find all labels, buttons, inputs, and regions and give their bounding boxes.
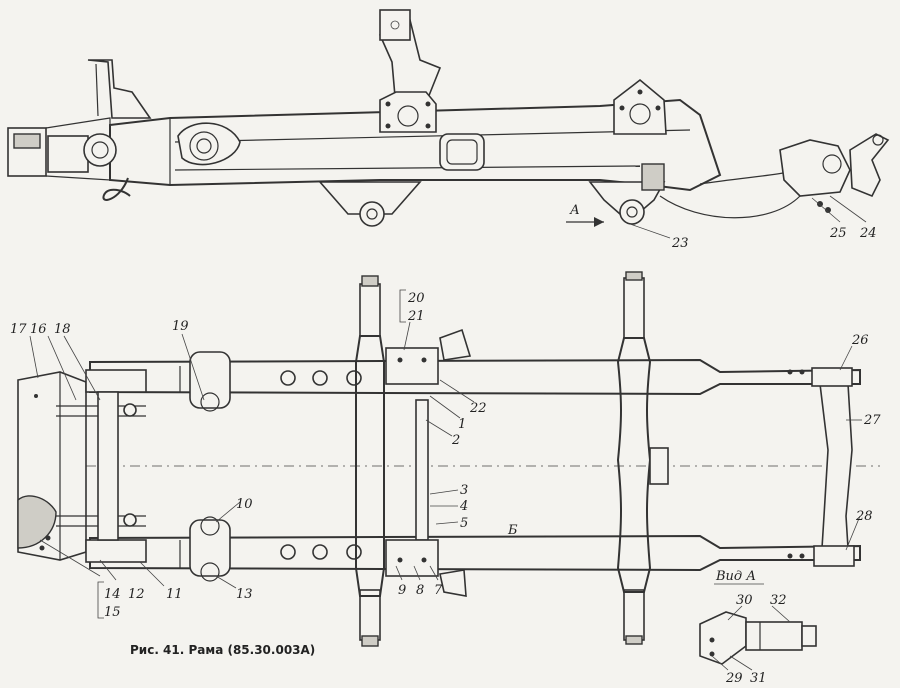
callout-5: 5 [460,516,468,531]
callout-4: 4 [459,499,468,514]
callout-9: 9 [398,583,406,598]
callout-28: 28 [855,509,873,524]
callout-23: 23 [671,236,689,251]
plan-view: Б 17 16 18 19 20 21 22 1 2 [10,271,881,647]
callout-21: 21 [407,309,425,324]
callout-26: 26 [851,333,869,348]
callout-29: 29 [725,671,743,686]
callout-27: 27 [863,413,881,428]
callout-7: 7 [434,583,443,598]
callout-1: 1 [458,417,466,432]
callout-18: 18 [54,322,71,337]
callout-3: 3 [460,483,468,498]
callout-24: 24 [859,226,877,241]
view-a-label: Вид А [715,569,756,584]
callout-8: 8 [416,583,424,598]
callout-32: 32 [770,593,787,608]
callout-20: 20 [407,291,425,306]
callout-31: 31 [750,671,767,686]
frame-letter: Б [507,523,518,538]
callout-11: 11 [166,587,183,602]
callout-30: 30 [736,593,753,608]
callout-17: 17 [10,322,27,337]
callout-2: 2 [451,433,460,448]
callout-22: 22 [469,401,487,416]
callout-12: 12 [128,587,145,602]
view-arrow-label: А [569,203,580,218]
view-a-detail: Вид А 30 32 29 31 [699,569,817,686]
callout-16: 16 [30,322,47,337]
callout-10: 10 [236,497,253,512]
side-view: А 23 25 24 [7,9,890,251]
callout-13: 13 [236,587,253,602]
figure-caption: Рис. 41. Рама (85.30.003А) [130,643,315,657]
callout-15: 15 [104,605,121,620]
callout-14: 14 [104,587,121,602]
callout-25: 25 [829,226,847,241]
callout-19: 19 [172,319,189,334]
